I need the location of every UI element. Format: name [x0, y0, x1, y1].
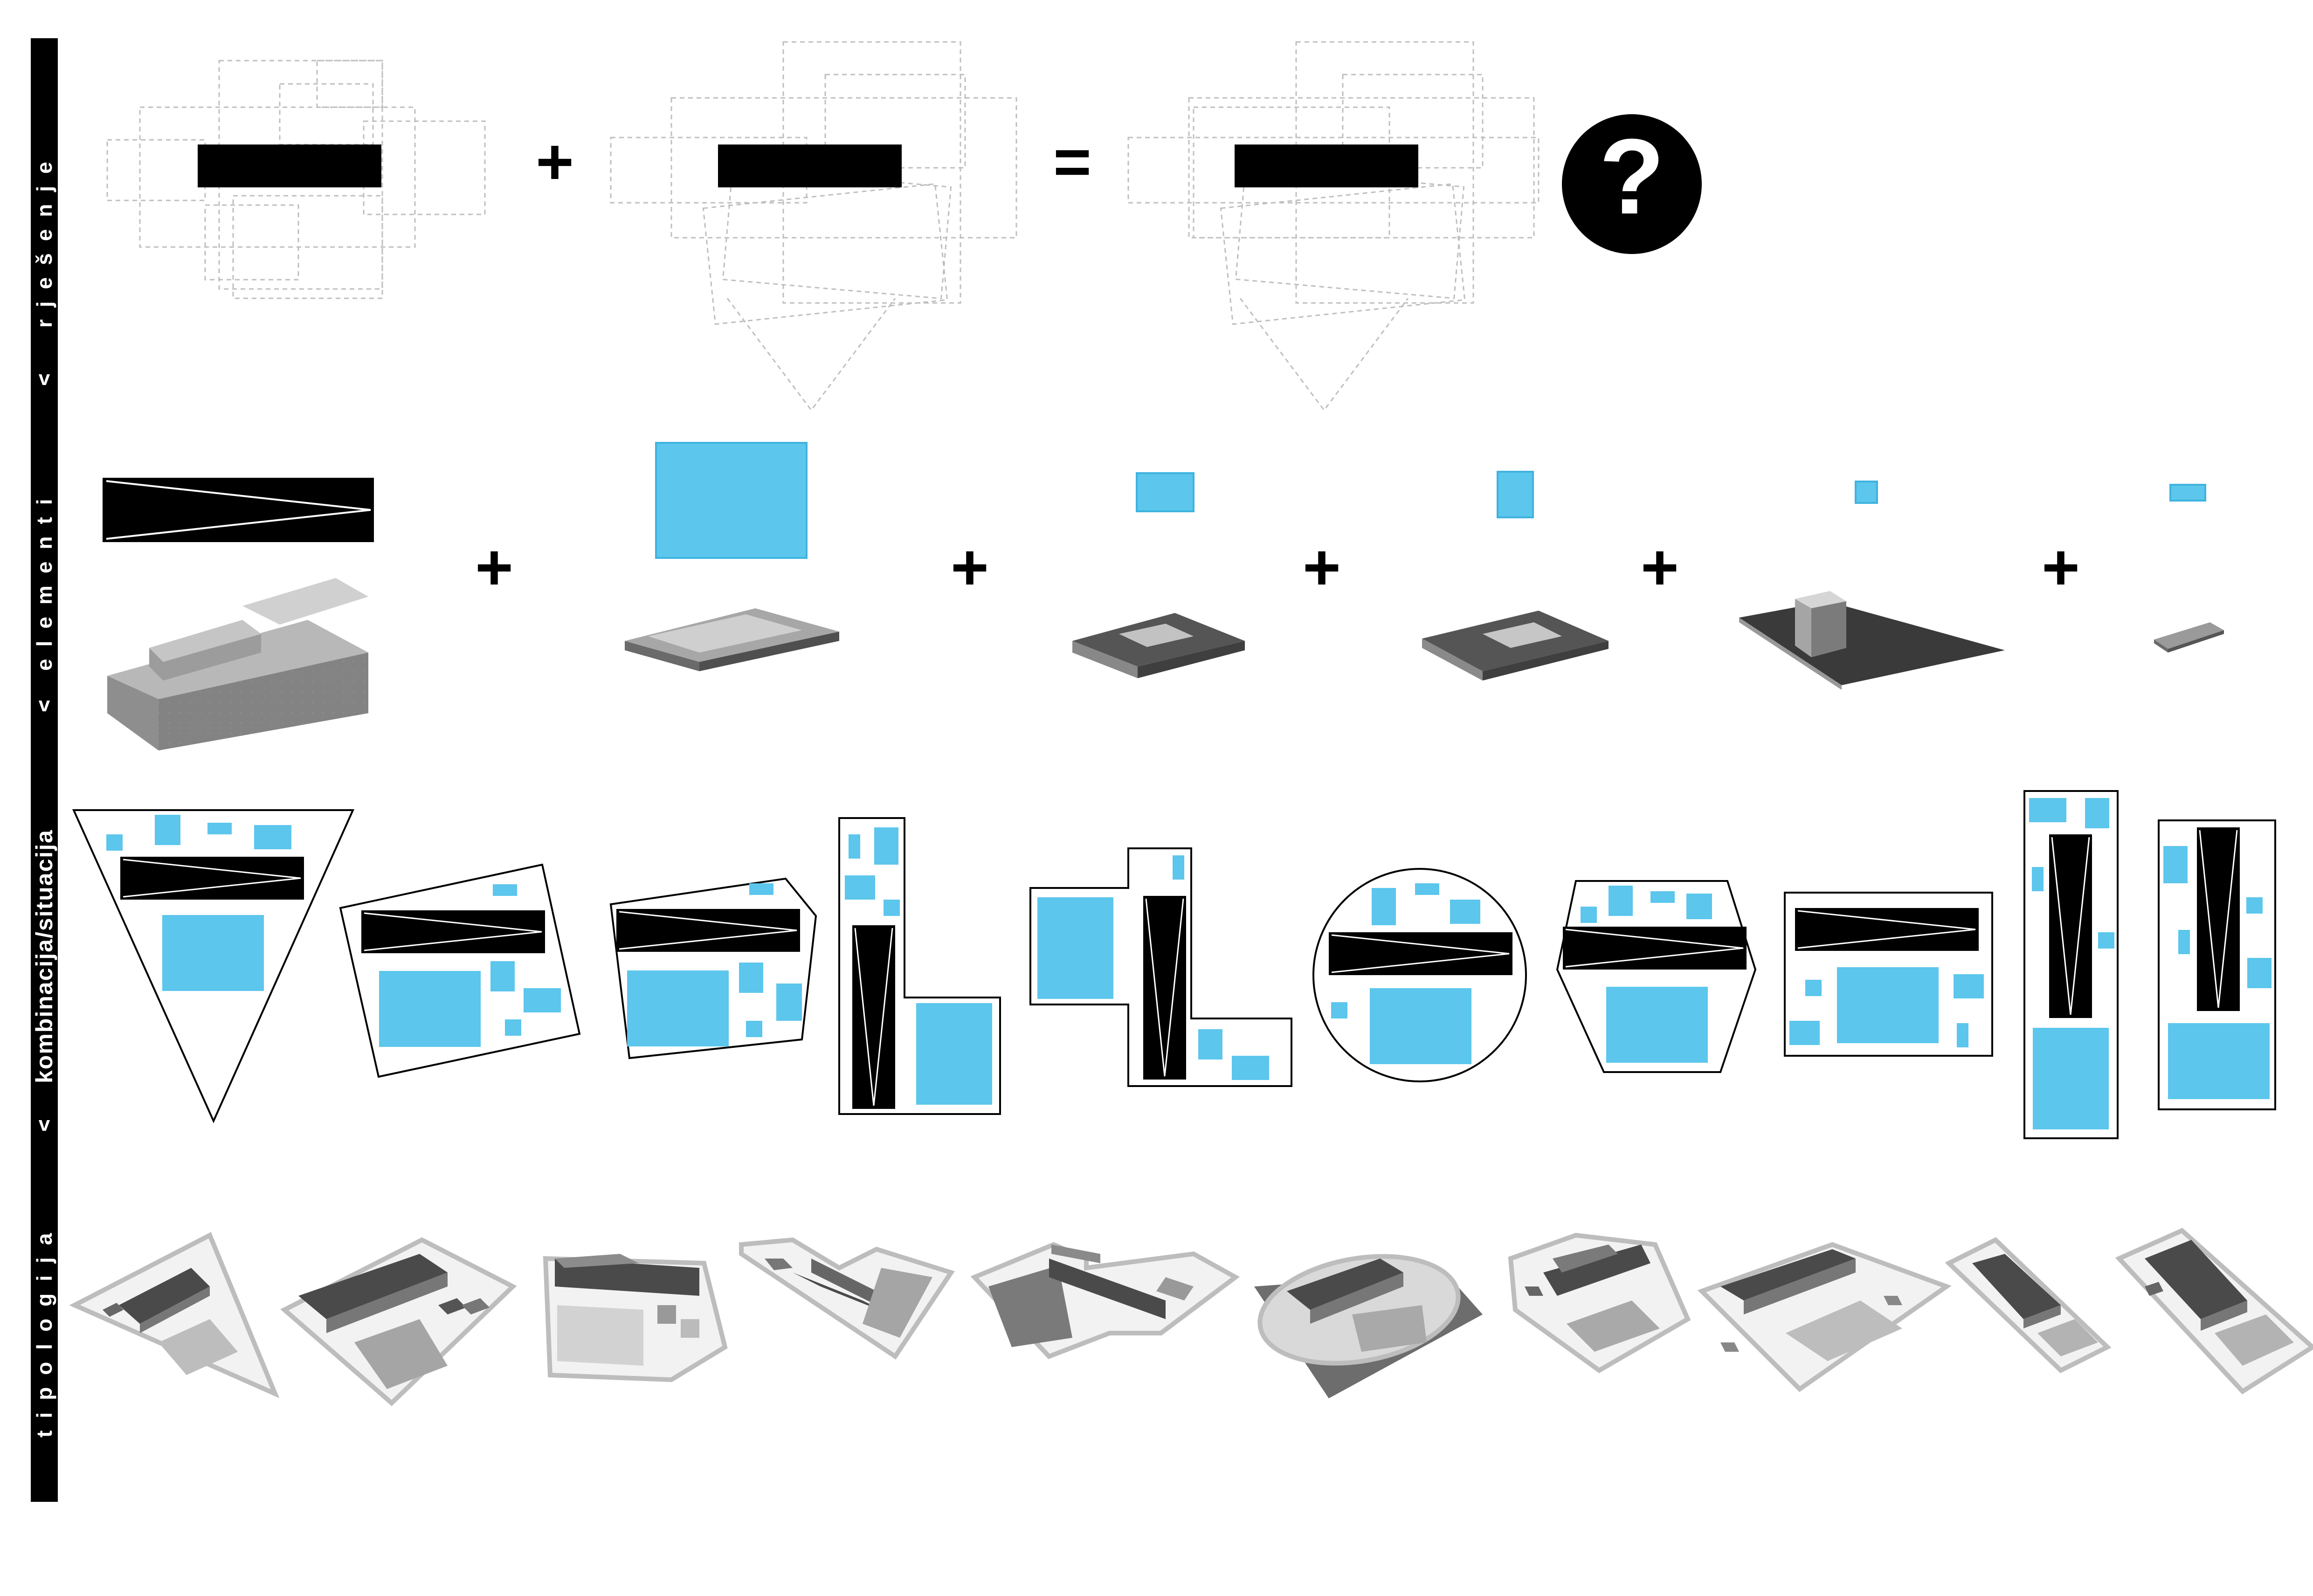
typology-model-3 — [543, 1254, 728, 1383]
row-rjesenje: + = ? — [106, 41, 1702, 412]
building-plan-element — [103, 478, 374, 542]
pool-block-large — [655, 442, 808, 559]
dashed-plan-variants-sum — [1127, 41, 1540, 412]
chevron-down-icon: v — [38, 1113, 50, 1135]
chevron-down-icon: v — [38, 693, 50, 716]
typology-model-2 — [280, 1237, 517, 1406]
site-plan-pentagon — [609, 877, 817, 1059]
site-plan-circle — [1312, 868, 1527, 1082]
pool-model-tall — [1422, 611, 1609, 681]
typology-model-8 — [1697, 1242, 1952, 1392]
pool-block-tall — [1497, 471, 1534, 518]
typology-model-4 — [739, 1237, 955, 1360]
pool-model-large — [625, 608, 839, 671]
category-sidebar: rješenje v elementi v kombinacija/situac… — [31, 38, 58, 1502]
typology-model-5 — [970, 1242, 1240, 1359]
dashed-plan-variants-middle — [610, 41, 1017, 412]
site-plan-s-shape — [1029, 847, 1292, 1087]
typology-model-6 — [1254, 1254, 1483, 1398]
plus-operator: + — [536, 125, 574, 198]
question-circle-icon: ? — [1562, 114, 1702, 254]
site-plan-triangle — [72, 809, 355, 1123]
site-plan-l-shape — [838, 817, 1001, 1115]
plus-operator: + — [951, 530, 989, 604]
typology-model-9 — [1945, 1237, 2112, 1374]
site-plan-wide-rectangle — [1784, 892, 1993, 1057]
chevron-down-icon: v — [38, 367, 50, 390]
typology-model-10 — [2115, 1228, 2313, 1395]
row-tipologija — [69, 1228, 2313, 1406]
question-mark: ? — [1599, 117, 1665, 236]
site-plan-rectangle — [2158, 819, 2276, 1110]
pool-block-medium — [1136, 472, 1194, 512]
plus-operator: + — [2042, 530, 2080, 604]
building-plan-block — [718, 144, 902, 187]
plus-operator: + — [1303, 530, 1341, 604]
plus-operator: + — [475, 530, 513, 604]
pool-block-slim — [2169, 484, 2206, 502]
building-plan-block — [1235, 144, 1418, 187]
pool-model-medium — [1072, 613, 1245, 678]
site-plan-rotated — [339, 863, 581, 1078]
row-elementi: + + + + — [103, 442, 2224, 750]
slab-model — [2154, 622, 2224, 653]
plus-operator: + — [1641, 530, 1679, 604]
building-model — [107, 578, 368, 750]
site-plan-tall-rectangle — [2023, 790, 2119, 1139]
tower-model — [1739, 591, 2005, 690]
equals-operator: = — [1053, 125, 1091, 198]
typology-model-1 — [69, 1232, 280, 1398]
building-plan-block — [198, 144, 381, 187]
site-plan-hexagon — [1556, 880, 1757, 1073]
typology-model-7 — [1508, 1232, 1691, 1373]
row-kombinacija-situacija — [72, 790, 2276, 1139]
pool-block-tiny — [1855, 481, 1878, 504]
